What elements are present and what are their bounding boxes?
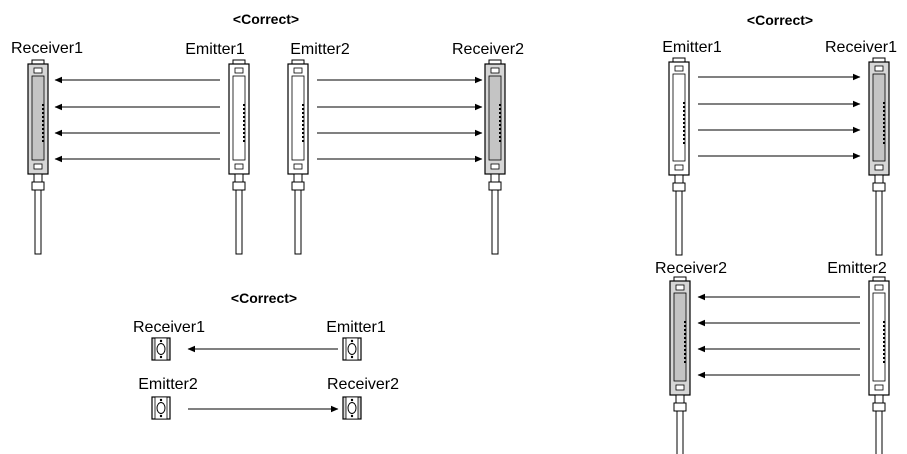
label-receiver1: Receiver1 [133,319,205,336]
diagram-title: <Correct> [233,11,299,27]
receiver1-mini-sensor [151,337,171,361]
emitter2-mini-sensor [151,396,171,420]
emitter1-sensor [668,57,690,256]
beam-arrows-lower [697,293,860,379]
receiver1-sensor [27,59,49,255]
label-emitter2: Emitter2 [290,41,350,58]
label-receiver2: Receiver2 [655,260,727,277]
beam-arrows-upper [698,73,861,160]
emitter2-sensor [868,276,890,454]
receiver2-mini-sensor [342,396,362,420]
label-emitter1: Emitter1 [662,39,722,56]
emitter2-sensor [287,59,309,255]
emitter1-sensor [228,59,250,255]
beam-arrows-left [54,76,220,163]
receiver2-sensor [669,276,691,454]
receiver2-sensor [484,59,506,255]
diagram-top-left: <Correct> Receiver1 Emitter1 Emitter2 Re… [11,11,524,255]
label-emitter1: Emitter1 [185,41,245,58]
receiver1-sensor [868,57,890,256]
diagram-right: <Correct> Emitter1 Receiver1 Receiver2 E… [655,12,897,454]
diagram-title: <Correct> [747,12,813,28]
label-emitter2: Emitter2 [138,376,198,393]
label-receiver2: Receiver2 [452,41,524,58]
label-emitter2: Emitter2 [827,260,887,277]
beam-arrows-right [317,76,483,163]
label-receiver1: Receiver1 [11,40,83,57]
label-receiver1: Receiver1 [825,39,897,56]
diagram-bottom-left: <Correct> Receiver1 Emitter1 Emitter2 Re… [133,290,399,420]
label-emitter1: Emitter1 [326,319,386,336]
diagram-title: <Correct> [231,290,297,306]
emitter1-mini-sensor [342,337,362,361]
label-receiver2: Receiver2 [327,376,399,393]
